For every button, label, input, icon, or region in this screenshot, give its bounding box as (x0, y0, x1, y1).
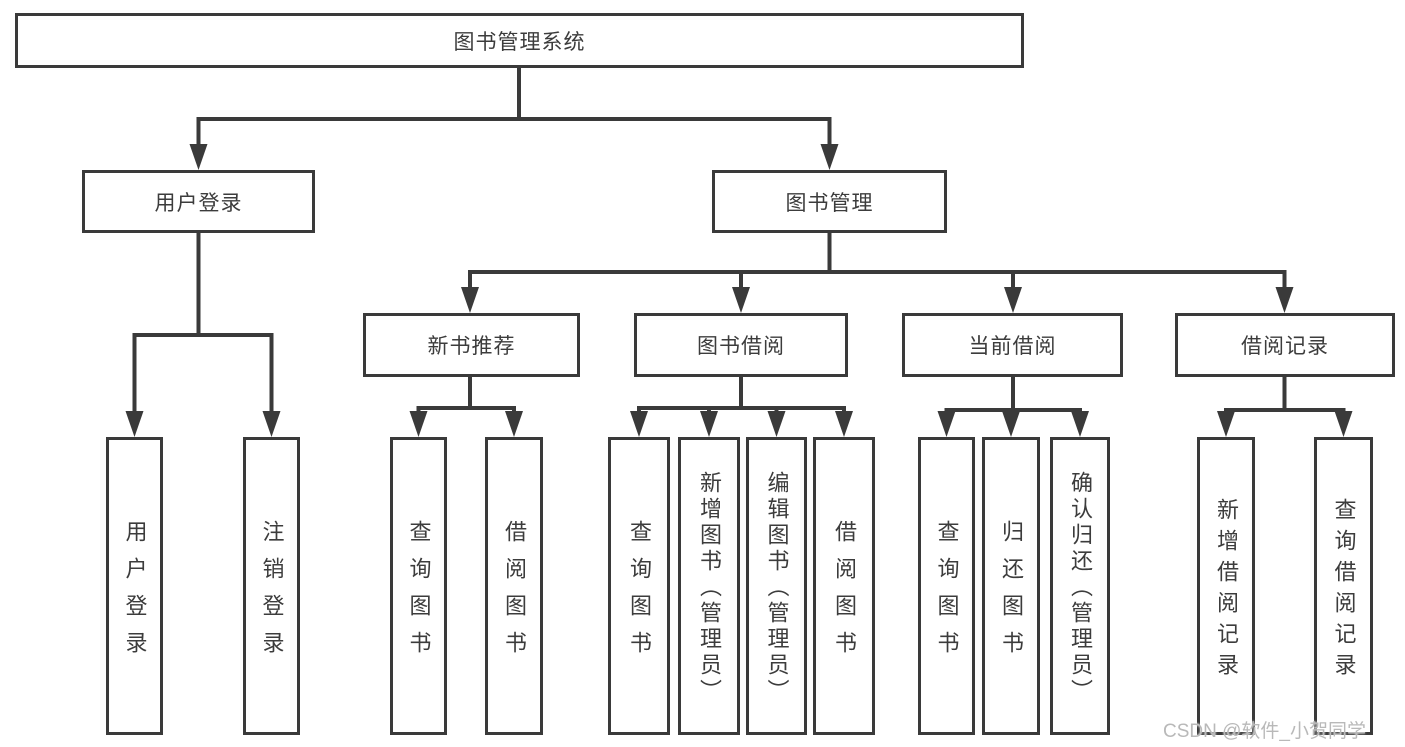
node-user-login: 用户登录 (82, 170, 315, 233)
arrowheads-level3 (461, 287, 1294, 313)
connector-root-to-level2 (196, 68, 832, 146)
leaf-label: 借阅图书 (832, 519, 857, 668)
leaf-add-book-admin: 新增图书（管理员） (678, 437, 740, 735)
leaf-label: 查询图书 (406, 519, 432, 668)
leaf-query-borrow-record: 查询借阅记录 (1314, 437, 1373, 735)
node-label: 图书管理系统 (453, 30, 586, 54)
leaf-logout: 注销登录 (243, 437, 300, 735)
csdn-watermark: CSDN @软件_小贺同学 (1163, 721, 1366, 742)
node-current-borrowing: 当前借阅 (902, 313, 1123, 377)
leaf-label: 新增借阅记录 (1214, 497, 1239, 684)
leaf-borrow-books-recommend: 借阅图书 (485, 437, 543, 735)
node-label: 当前借阅 (968, 335, 1057, 358)
leaf-label: 借阅图书 (502, 519, 527, 668)
leaf-label: 用户登录 (122, 519, 148, 668)
leaf-label: 编辑图书（管理员） (764, 471, 790, 705)
leaf-edit-book-admin: 编辑图书（管理员） (746, 437, 807, 735)
node-book-borrowing: 图书借阅 (634, 313, 848, 377)
connector-currentborrow-to-leaves (944, 377, 1082, 413)
node-label: 图书管理 (785, 191, 874, 215)
leaf-add-borrow-record: 新增借阅记录 (1197, 437, 1255, 735)
arrowheads-newbook-leaves (409, 411, 523, 437)
node-label: 用户登录 (154, 191, 243, 215)
connector-bookborrow-to-leaves (637, 377, 846, 413)
connector-newbook-to-leaves (416, 377, 516, 413)
leaf-query-books-recommend: 查询图书 (390, 437, 447, 735)
leaf-label: 新增图书（管理员） (697, 471, 722, 705)
leaf-label: 确认归还（管理员） (1068, 471, 1093, 705)
leaf-label: 查询借阅记录 (1331, 497, 1357, 684)
leaf-return-books: 归还图书 (982, 437, 1040, 735)
leaf-label: 归还图书 (999, 519, 1024, 668)
leaf-user-login: 用户登录 (106, 437, 163, 735)
node-library-management-system: 图书管理系统 (15, 13, 1024, 68)
connector-userlogin-to-leaves (132, 233, 274, 413)
node-borrowing-records: 借阅记录 (1175, 313, 1395, 377)
connector-borrowrecord-to-leaves (1224, 377, 1346, 413)
node-label: 图书借阅 (697, 335, 785, 358)
arrowheads-userlogin-leaves (125, 411, 281, 437)
leaf-borrow-books: 借阅图书 (813, 437, 875, 735)
arrowheads-bookborrow-leaves (630, 411, 853, 437)
arrowheads-borrowrecord-leaves (1217, 411, 1353, 437)
node-book-management: 图书管理 (712, 170, 947, 233)
node-new-book-recommend: 新书推荐 (363, 313, 580, 377)
connector-bookmgmt-to-level3 (468, 233, 1287, 289)
arrowheads-level2 (189, 144, 839, 170)
leaf-confirm-return-admin: 确认归还（管理员） (1050, 437, 1110, 735)
leaf-label: 查询图书 (934, 519, 960, 668)
arrowheads-currentborrow-leaves (937, 411, 1089, 437)
leaf-label: 查询图书 (627, 519, 652, 668)
node-label: 借阅记录 (1241, 335, 1329, 358)
leaf-query-books-current: 查询图书 (918, 437, 975, 735)
leaf-label: 注销登录 (259, 519, 285, 668)
leaf-query-books-borrow: 查询图书 (608, 437, 670, 735)
node-label: 新书推荐 (427, 335, 516, 358)
